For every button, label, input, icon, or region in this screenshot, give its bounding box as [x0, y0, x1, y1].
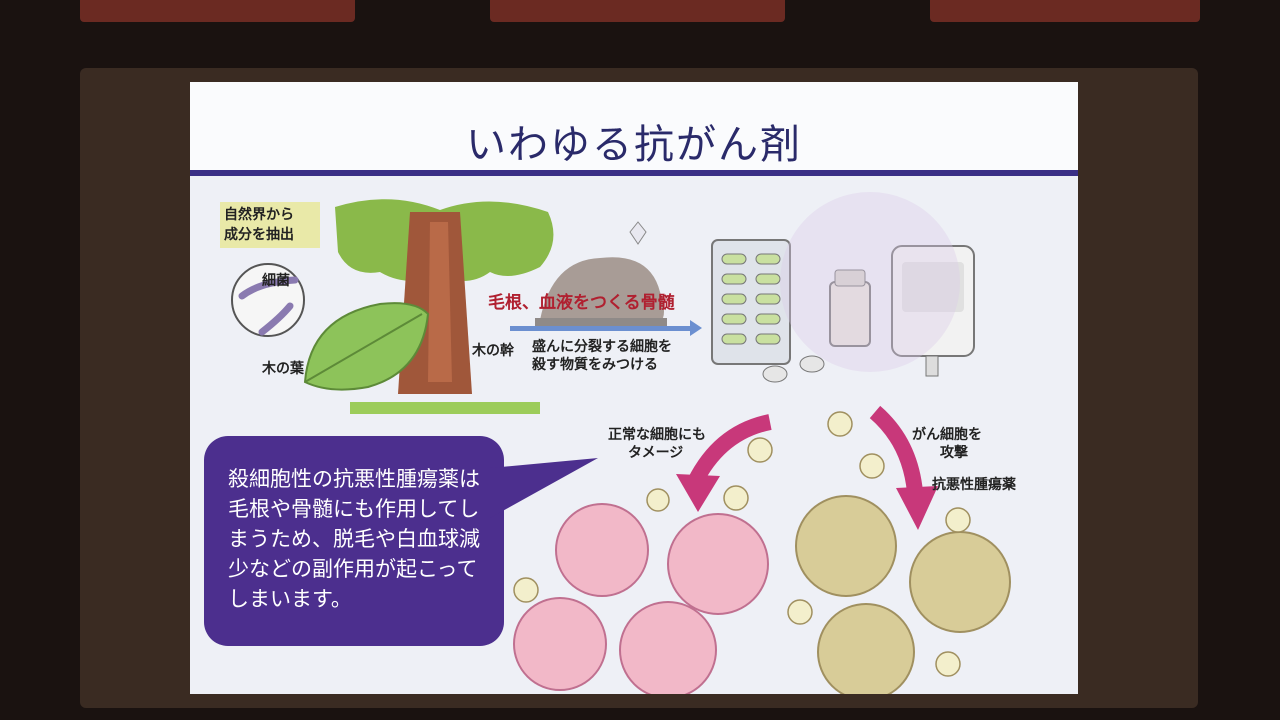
- drug-label: 抗悪性腫瘍薬: [932, 477, 1016, 493]
- iv-bag-icon: [891, 245, 975, 377]
- stage-block: [930, 0, 1200, 22]
- extract-powder-icon: [535, 221, 667, 326]
- stage-block: [490, 0, 785, 22]
- blister-pack-icon: [711, 239, 825, 383]
- speech-bubble: 殺細胞性の抗悪性腫瘍薬は毛根や骨髄にも作用してしまうため、脱毛や白血球減少などの…: [204, 436, 504, 646]
- drug-particles: [513, 411, 971, 677]
- stage-block: [80, 0, 355, 22]
- process-arrow: [510, 320, 702, 336]
- normal-damage-label-2: タメージ: [628, 445, 684, 461]
- leaf-label: 木の葉: [262, 361, 304, 377]
- slide-title: いわゆる抗がん剤: [466, 122, 802, 168]
- speech-bubble-tail: [490, 458, 598, 518]
- illustration: [231, 192, 1011, 694]
- title-rule: [190, 170, 1078, 176]
- bacteria-label: 細菌: [262, 273, 290, 289]
- bubble-text: 殺細胞性の抗悪性腫瘍薬は毛根や骨髄にも作用してしまうため、脱毛や白血球減少などの…: [228, 467, 480, 611]
- leaf-icon: [303, 302, 430, 391]
- arrow-caption-1: 盛んに分裂する細胞を: [532, 339, 672, 355]
- presentation-slide: いわゆる抗がん剤: [190, 82, 1078, 694]
- stage-top: [0, 0, 1280, 30]
- bacteria-icon: [231, 263, 305, 337]
- medicine-bottle-icon: [829, 269, 871, 347]
- title-area: いわゆる抗がん剤: [190, 82, 1078, 172]
- damage-arrow: [676, 474, 720, 512]
- normal-damage-label-1: 正常な細胞にも: [608, 427, 706, 443]
- arrow-caption-2: 殺す物質をみつける: [532, 357, 658, 373]
- target-label: 毛根、血液をつくる骨髄: [488, 293, 675, 313]
- cancer-attack-label-1: がん細胞を: [912, 427, 982, 443]
- cancer-attack-label-2: 攻撃: [940, 445, 968, 461]
- extract-label: 自然界から 成分を抽出: [220, 202, 320, 248]
- trunk-label: 木の幹: [472, 343, 514, 359]
- attack-arrow: [896, 486, 938, 530]
- normal-cells: [513, 503, 769, 694]
- cancer-cells: [795, 495, 1011, 694]
